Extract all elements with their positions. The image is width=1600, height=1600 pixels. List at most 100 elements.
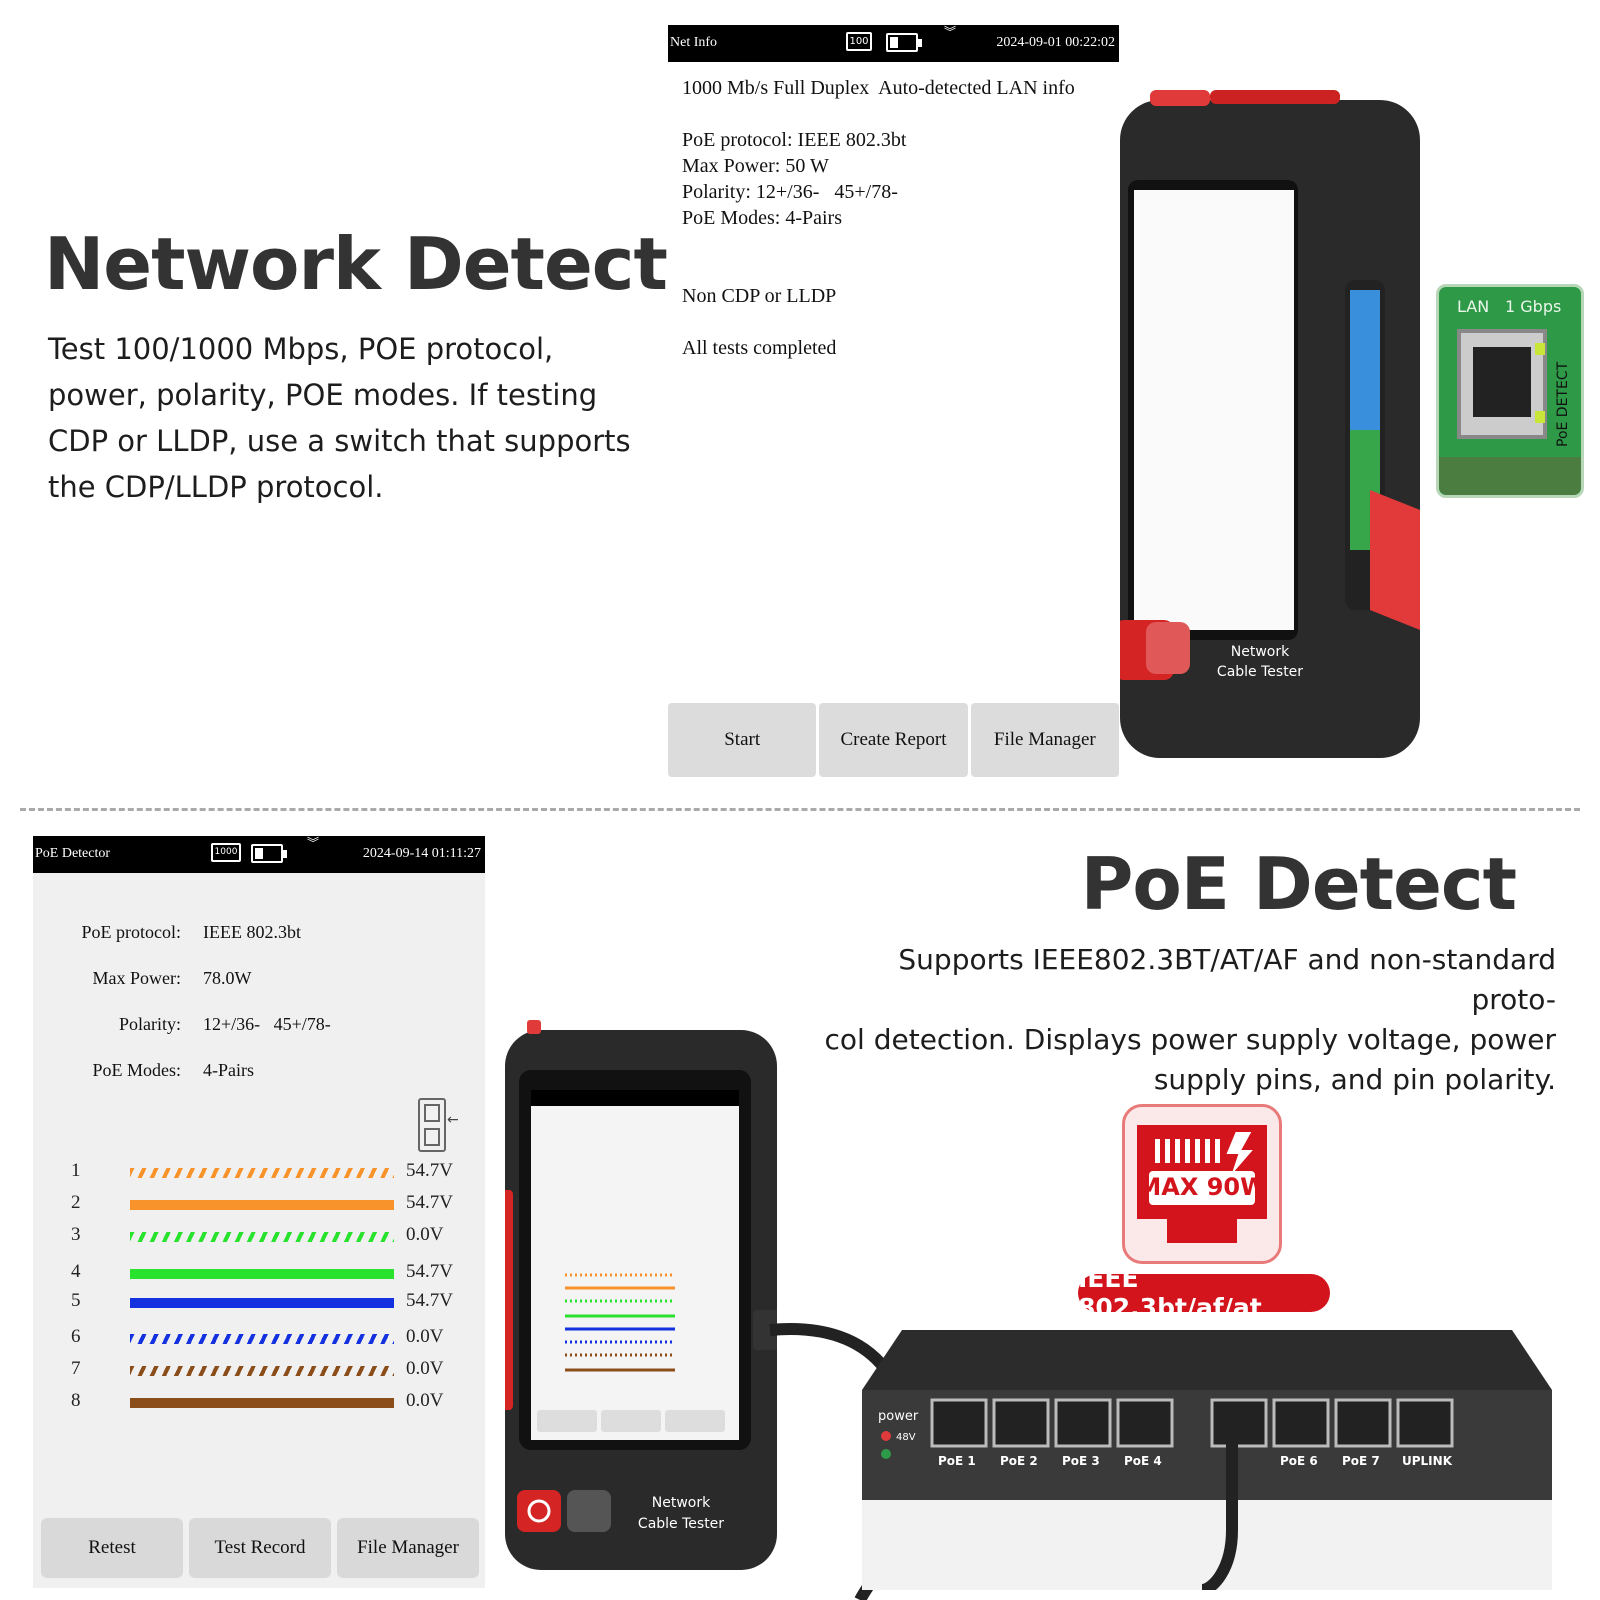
wire-row: 6 0.0V bbox=[63, 1324, 463, 1354]
link-speed-icon: 100 bbox=[846, 32, 872, 51]
signal-icon: ︾ bbox=[307, 836, 320, 850]
wire-solid-bar bbox=[130, 1269, 394, 1279]
wire-voltage: 0.0V bbox=[406, 1326, 444, 1347]
wire-number: 5 bbox=[71, 1290, 81, 1311]
wire-voltage: 54.7V bbox=[406, 1192, 453, 1213]
status-bar: PoE Detector 1000 ︾ 2024-09-14 01:11:27 bbox=[33, 836, 485, 873]
arrow-left-icon: ← bbox=[447, 1112, 459, 1128]
status-bar: Net Info 100 ︾ 2024-09-01 00:22:02 bbox=[668, 25, 1119, 62]
max-power-line: Max Power: 50 W bbox=[682, 155, 829, 177]
wire-row: 7 0.0V bbox=[63, 1356, 463, 1386]
switch-voltage-label: 48V bbox=[896, 1432, 916, 1443]
wire-number: 6 bbox=[71, 1326, 81, 1347]
poe-modes-line: PoE Modes: 4-Pairs bbox=[682, 207, 842, 229]
wire-voltage: 54.7V bbox=[406, 1261, 453, 1282]
screen-label: Net Info bbox=[670, 35, 718, 50]
max-power-badge: MAX 90W bbox=[1122, 1104, 1282, 1264]
network-detect-title: Network Detect bbox=[44, 222, 668, 306]
wire-number: 3 bbox=[71, 1224, 81, 1245]
wire-row: 5 54.7V bbox=[63, 1288, 463, 1318]
poe-screen-buttons: Retest Test Record File Manager bbox=[41, 1518, 479, 1578]
description-line-1: Supports IEEE802.3BT/AT/AF and non-stand… bbox=[898, 943, 1556, 1016]
poe-protocol-value: IEEE 802.3bt bbox=[203, 922, 301, 942]
network-detect-description: Test 100/1000 Mbps, POE protocol, power,… bbox=[48, 332, 631, 504]
net-screen-buttons: Start Create Report File Manager bbox=[668, 703, 1119, 777]
file-manager-button[interactable]: File Manager bbox=[970, 703, 1119, 777]
file-manager-button[interactable]: File Manager bbox=[337, 1518, 479, 1578]
wire-solid-bar bbox=[130, 1200, 394, 1210]
poe-detector-screen: PoE Detector 1000 ︾ 2024-09-14 01:11:27 … bbox=[33, 836, 485, 1588]
rj45-lightning-icon bbox=[1137, 1125, 1267, 1243]
poe-detect-description: Supports IEEE802.3BT/AT/AF and non-stand… bbox=[810, 940, 1556, 1100]
tests-status-line: All tests completed bbox=[682, 337, 837, 359]
status-datetime: 2024-09-14 01:11:27 bbox=[362, 846, 481, 861]
wire-solid-bar bbox=[130, 1398, 394, 1408]
rj45-port-icon bbox=[1457, 329, 1547, 439]
wire-voltage: 0.0V bbox=[406, 1390, 444, 1411]
screen-label: PoE Detector bbox=[35, 846, 111, 861]
device-brand-line1: Network bbox=[652, 1495, 711, 1511]
wire-number: 8 bbox=[71, 1390, 81, 1411]
link-status-line: 1000 Mb/s Full Duplex Auto-detected LAN … bbox=[682, 77, 1075, 99]
wire-row: 3 0.0V bbox=[63, 1222, 463, 1252]
switch-port-label-7: PoE 7 bbox=[1342, 1454, 1380, 1468]
poe-protocol-line: PoE protocol: IEEE 802.3bt bbox=[682, 129, 907, 151]
battery-icon bbox=[251, 844, 287, 863]
cdp-status-line: Non CDP or LLDP bbox=[682, 285, 837, 307]
section-divider bbox=[20, 808, 1580, 811]
poe-detect-title: PoE Detect bbox=[1080, 842, 1517, 926]
device-brand-line2: Cable Tester bbox=[638, 1516, 724, 1532]
description-line-3: supply pins, and pin polarity. bbox=[1153, 1063, 1556, 1096]
wire-number: 2 bbox=[71, 1192, 81, 1213]
polarity-value: 12+/36- 45+/78- bbox=[203, 1014, 331, 1034]
wire-number: 4 bbox=[71, 1261, 81, 1282]
retest-button[interactable]: Retest bbox=[41, 1518, 183, 1578]
signal-icon: ︾ bbox=[944, 25, 957, 39]
network-tester-device-bottom: Network Cable Tester bbox=[505, 1020, 777, 1570]
switch-port-label-uplink: UPLINK bbox=[1402, 1454, 1453, 1468]
lan-port-badge: LAN 1 Gbps PoE DETECT bbox=[1436, 284, 1584, 498]
wire-striped-bar bbox=[130, 1334, 394, 1344]
lan-speed-label: 1 Gbps bbox=[1505, 297, 1562, 316]
lan-label: LAN bbox=[1457, 297, 1490, 316]
wire-row: 8 0.0V bbox=[63, 1388, 463, 1418]
wire-voltage: 54.7V bbox=[406, 1160, 453, 1181]
status-datetime: 2024-09-01 00:22:02 bbox=[996, 35, 1115, 50]
switch-port-label-6: PoE 6 bbox=[1280, 1454, 1318, 1468]
wire-voltage: 0.0V bbox=[406, 1358, 444, 1379]
polarity-line: Polarity: 12+/36- 45+/78- bbox=[682, 181, 898, 203]
switch-port-label-4: PoE 4 bbox=[1124, 1454, 1162, 1468]
poe-detect-side-label: PoE DETECT bbox=[1555, 361, 1571, 447]
device-brand-line1: Network bbox=[1231, 644, 1290, 660]
switch-power-label: power bbox=[878, 1409, 919, 1424]
start-button[interactable]: Start bbox=[668, 703, 817, 777]
max-power-key: Max Power: bbox=[92, 968, 182, 988]
wire-striped-bar bbox=[130, 1366, 394, 1376]
wire-striped-bar bbox=[130, 1168, 394, 1178]
net-info-screen: Net Info 100 ︾ 2024-09-01 00:22:02 1000 … bbox=[668, 25, 1119, 777]
polarity-key: Polarity: bbox=[119, 1014, 181, 1034]
max-power-value: 78.0W bbox=[203, 968, 252, 988]
wire-voltage: 54.7V bbox=[406, 1290, 453, 1311]
poe-modes-key: PoE Modes: bbox=[92, 1060, 181, 1080]
ieee-standard-pill: IEEE 802.3bt/af/at bbox=[1078, 1264, 1330, 1322]
description-line-2: col detection. Displays power supply vol… bbox=[824, 1023, 1556, 1056]
battery-icon bbox=[886, 33, 922, 52]
wire-row: 2 54.7V bbox=[63, 1190, 463, 1220]
device-brand-line2: Cable Tester bbox=[1217, 664, 1303, 680]
wire-solid-bar bbox=[130, 1298, 394, 1308]
link-speed-icon: 1000 bbox=[211, 843, 241, 862]
switch-port-label-3: PoE 3 bbox=[1062, 1454, 1100, 1468]
wire-number: 1 bbox=[71, 1160, 81, 1181]
wire-row: 4 54.7V bbox=[63, 1259, 463, 1289]
poe-switch: power 48V PoE 1 PoE 2 PoE 3 PoE 4 PoE 6 … bbox=[862, 1330, 1552, 1590]
wire-voltage: 0.0V bbox=[406, 1224, 444, 1245]
switch-port-label-1: PoE 1 bbox=[938, 1454, 976, 1468]
poe-protocol-key: PoE protocol: bbox=[81, 922, 182, 942]
poe-modes-value: 4-Pairs bbox=[203, 1060, 254, 1080]
wire-row: 1 54.7V bbox=[63, 1158, 463, 1188]
test-record-button[interactable]: Test Record bbox=[189, 1518, 331, 1578]
create-report-button[interactable]: Create Report bbox=[819, 703, 968, 777]
wire-number: 7 bbox=[71, 1358, 81, 1379]
wire-striped-bar bbox=[130, 1232, 394, 1242]
